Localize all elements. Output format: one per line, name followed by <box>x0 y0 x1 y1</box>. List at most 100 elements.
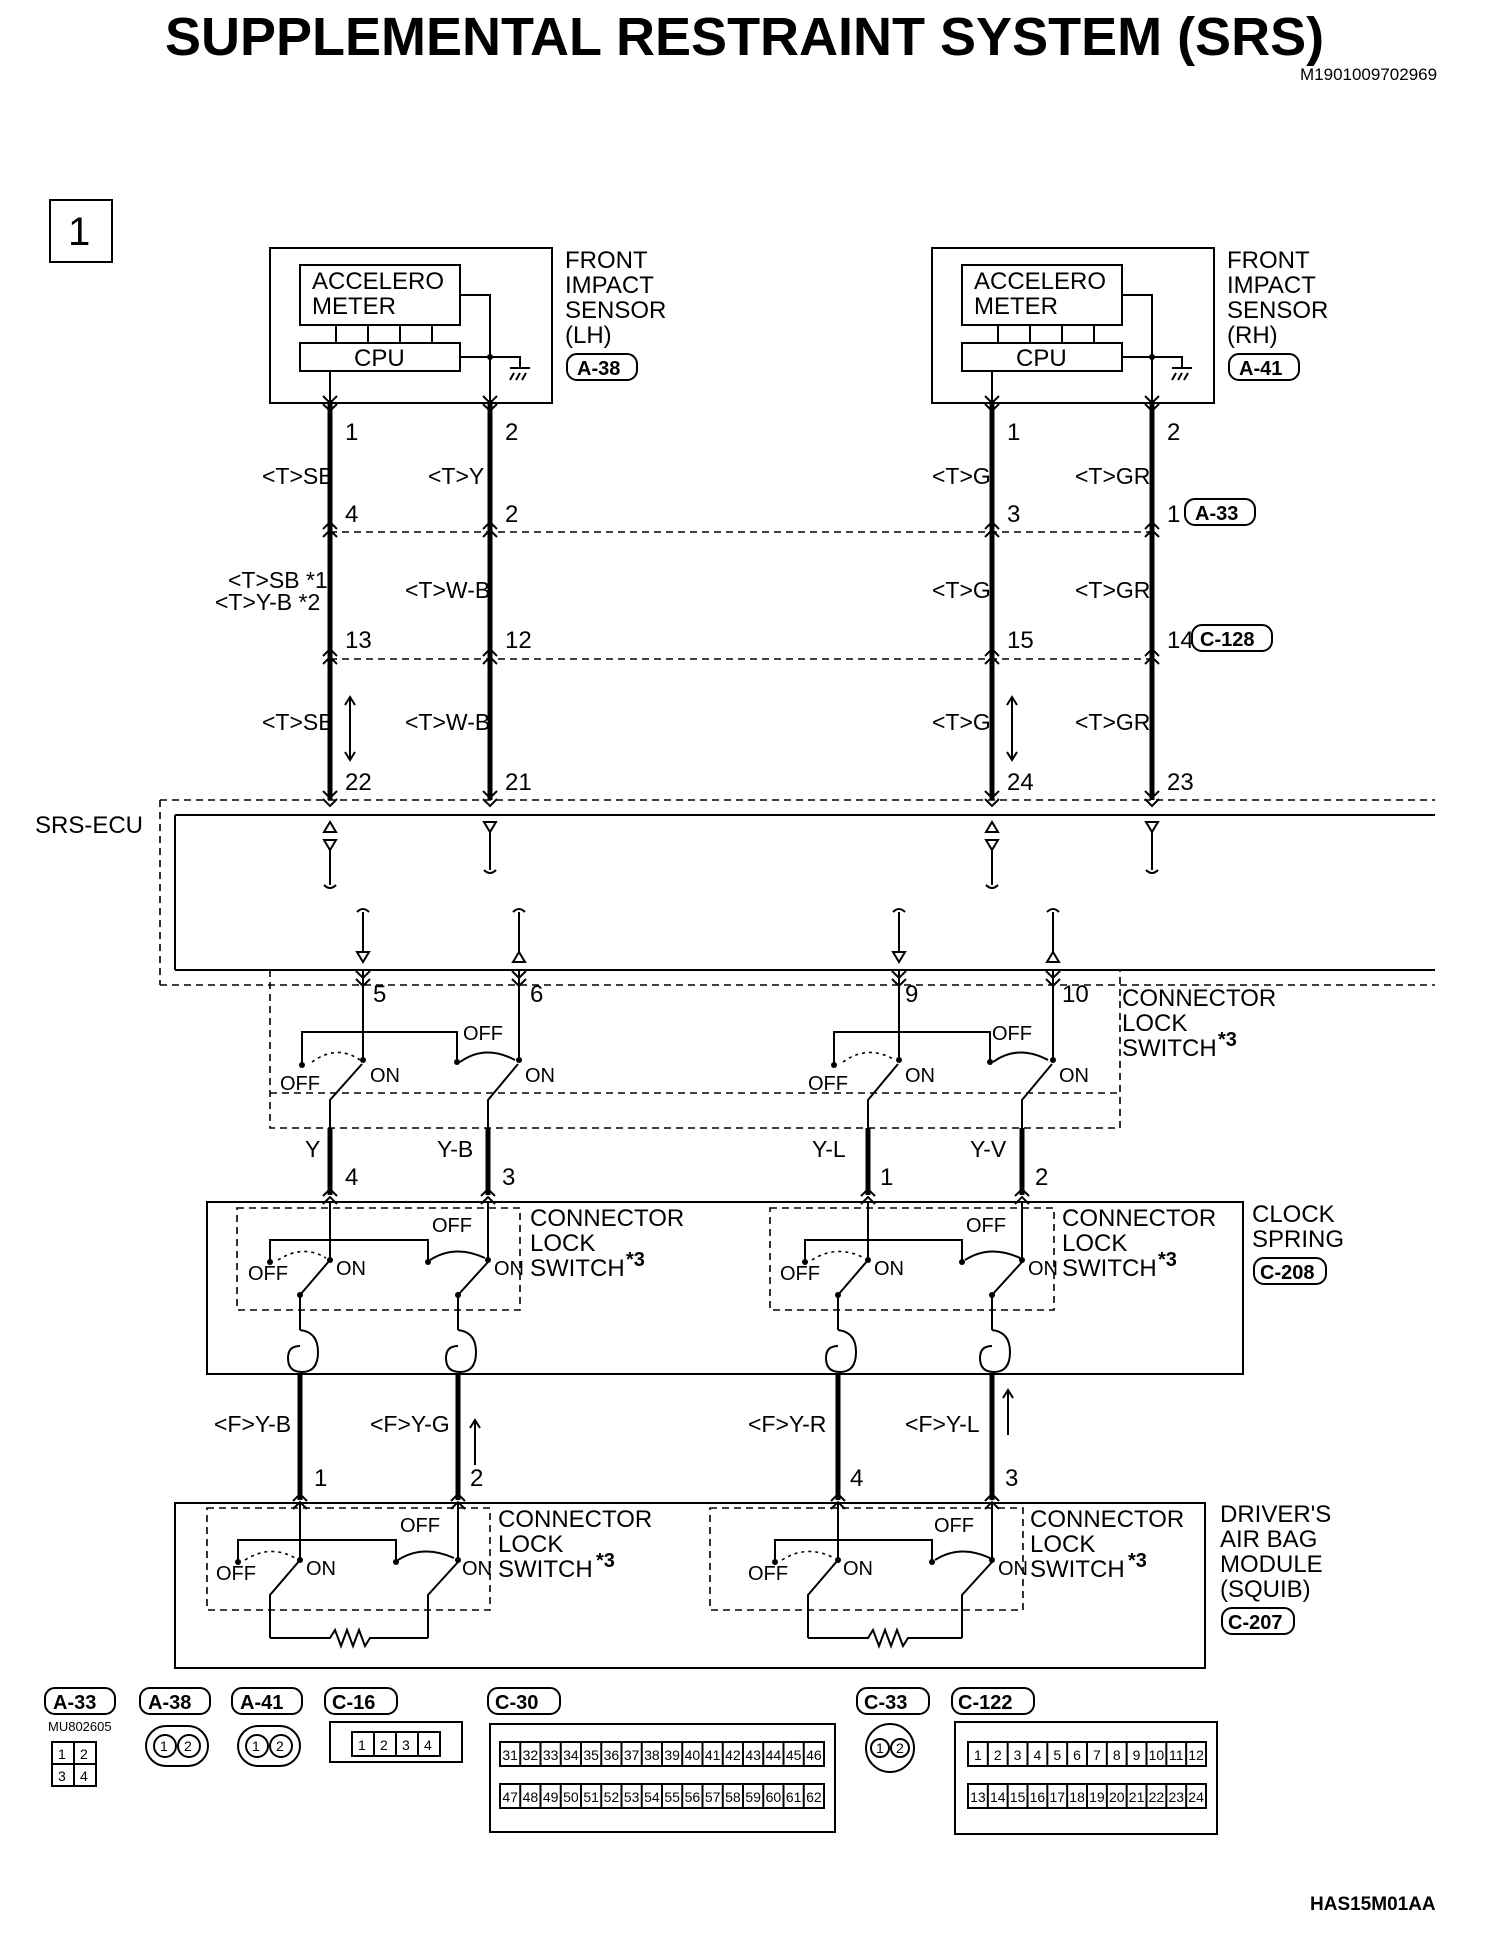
switch-off-label: OFF <box>248 1263 288 1285</box>
airbag-label-line1: DRIVER'S <box>1220 1501 1331 1528</box>
connector-view-label: C-122 <box>958 1692 1012 1714</box>
wire-color-label: <T>SB <box>262 709 334 735</box>
connector-pin: 43 <box>745 1747 761 1763</box>
connector-pin: 51 <box>583 1789 599 1805</box>
connector-pin: 2 <box>80 1746 88 1762</box>
sensor-lh-name-line3: SENSOR <box>565 297 666 324</box>
connector-pin: 45 <box>786 1747 802 1763</box>
connector-pin: 9 <box>1133 1747 1141 1763</box>
connector-pin: 61 <box>786 1789 802 1805</box>
connector-view-label: A-33 <box>53 1692 96 1714</box>
connector-pin: 1 <box>358 1737 366 1753</box>
lock-switch-label-line3: SWITCH <box>530 1255 625 1282</box>
connector-view-a33: A-33 MU802605 1 2 3 4 <box>44 1687 116 1787</box>
lock-switch-label-line3: SWITCH <box>498 1556 593 1583</box>
connector-pin: 4 <box>1034 1747 1042 1763</box>
connector-pin: 58 <box>725 1789 741 1805</box>
note-mark: *3 <box>626 1249 645 1271</box>
connector-pin: 14 <box>990 1789 1006 1805</box>
wire-color-label: Y-V <box>970 1136 1007 1162</box>
connector-view-label: C-33 <box>864 1692 907 1714</box>
switch-off-label: OFF <box>216 1563 256 1585</box>
connector-view-a41: A-41 1 2 <box>231 1687 303 1767</box>
cpu-label: CPU <box>1016 345 1067 372</box>
harness-wires-lower: <F>Y-B <F>Y-G <F>Y-R <F>Y-L 1 2 4 3 <box>214 1374 1018 1510</box>
pin-label: 4 <box>345 501 358 528</box>
connector-pin: 3 <box>1014 1747 1022 1763</box>
connector-pin: 11 <box>1169 1747 1184 1763</box>
connector-pin: 2 <box>380 1737 388 1753</box>
wire-color-label: <T>G <box>932 577 991 603</box>
pin-label: 1 <box>345 419 358 446</box>
note-mark: *3 <box>1128 1550 1147 1572</box>
switch-off-label: OFF <box>966 1215 1006 1237</box>
connector-pin: 7 <box>1093 1747 1101 1763</box>
connector-pin: 48 <box>523 1789 539 1805</box>
connector-pin: 23 <box>1168 1789 1184 1805</box>
wire-color-label: <T>GR <box>1075 463 1150 489</box>
connector-pin: 3 <box>402 1737 410 1753</box>
connector-view-label: A-41 <box>240 1692 283 1714</box>
lock-switch-label-line2: LOCK <box>1122 1010 1187 1037</box>
lock-switch-label-line1: CONNECTOR <box>1122 985 1276 1012</box>
connector-pin: 32 <box>523 1747 539 1763</box>
connector-pin: 1 <box>252 1738 260 1754</box>
wire-color-label: Y-B <box>437 1136 473 1162</box>
switch-on-label: ON <box>1059 1065 1089 1087</box>
connector-view-label: A-38 <box>148 1692 191 1714</box>
accelerometer-label-line1: ACCELERO <box>974 268 1106 295</box>
connector-pin: 3 <box>58 1768 66 1784</box>
wire-color-label: Y <box>305 1136 320 1162</box>
connector-pin: 33 <box>543 1747 559 1763</box>
pin-label: 22 <box>345 769 372 796</box>
accelerometer-label-line1: ACCELERO <box>312 268 444 295</box>
lock-switch-label-line1: CONNECTOR <box>1062 1205 1216 1232</box>
switch-on-label: ON <box>874 1258 904 1280</box>
pin-label: 24 <box>1007 769 1034 796</box>
document-id: M1901009702969 <box>1300 65 1437 84</box>
connector-pin: 2 <box>276 1738 284 1754</box>
srs-ecu: SRS-ECU <box>35 799 1435 986</box>
switch-on-label: ON <box>843 1558 873 1580</box>
clock-spring-label-line2: SPRING <box>1252 1226 1344 1253</box>
wire-color-label: <F>Y-R <box>748 1411 826 1437</box>
connector-pin: 59 <box>745 1789 761 1805</box>
connector-pin: 39 <box>664 1747 680 1763</box>
page-number: 1 <box>68 210 90 254</box>
connector-view-a38: A-38 1 2 <box>139 1687 211 1767</box>
connector-pin: 31 <box>502 1747 518 1763</box>
lock-switch-label-line1: CONNECTOR <box>530 1205 684 1232</box>
connector-pin: 2 <box>994 1747 1002 1763</box>
pin-label: 1 <box>880 1164 893 1191</box>
connector-pin: 46 <box>806 1747 822 1763</box>
ecu-connector-lock-switch: OFF ON OFF ON OFF ON OFF ON 5 6 9 10 CON… <box>269 970 1276 1130</box>
note-mark: *3 <box>1218 1029 1237 1051</box>
connector-pin: 13 <box>970 1789 986 1805</box>
switch-on-label: ON <box>306 1558 336 1580</box>
lock-switch-label-line1: CONNECTOR <box>498 1506 652 1533</box>
wire-color-label: <T>Y <box>428 463 484 489</box>
switch-off-label: OFF <box>463 1023 503 1045</box>
cpu-label: CPU <box>354 345 405 372</box>
connector-pin: 2 <box>896 1740 904 1756</box>
lock-switch-label-line2: LOCK <box>1030 1531 1095 1558</box>
sensor-rh-name-line1: FRONT <box>1227 247 1310 274</box>
connector-tag-a33: A-33 <box>1195 503 1238 525</box>
connector-pin: 17 <box>1049 1789 1065 1805</box>
lock-switch-label-line2: LOCK <box>1062 1230 1127 1257</box>
sensor-lh-name-line2: IMPACT <box>565 272 654 299</box>
connector-tag-a41: A-41 <box>1239 358 1282 380</box>
figure-code: HAS15M01AA <box>1310 1894 1436 1915</box>
pin-label: 2 <box>505 501 518 528</box>
connector-pin: 1 <box>974 1747 982 1763</box>
connector-pin: 34 <box>563 1747 579 1763</box>
wire-color-labels-upper: <T>SB <T>Y <T>G <T>GR <T>SB *1 <T>Y-B *2… <box>215 463 1150 735</box>
switch-on-label: ON <box>494 1258 524 1280</box>
wire-color-label: <T>SB *1 <box>228 567 328 593</box>
connector-pin: 50 <box>563 1789 579 1805</box>
